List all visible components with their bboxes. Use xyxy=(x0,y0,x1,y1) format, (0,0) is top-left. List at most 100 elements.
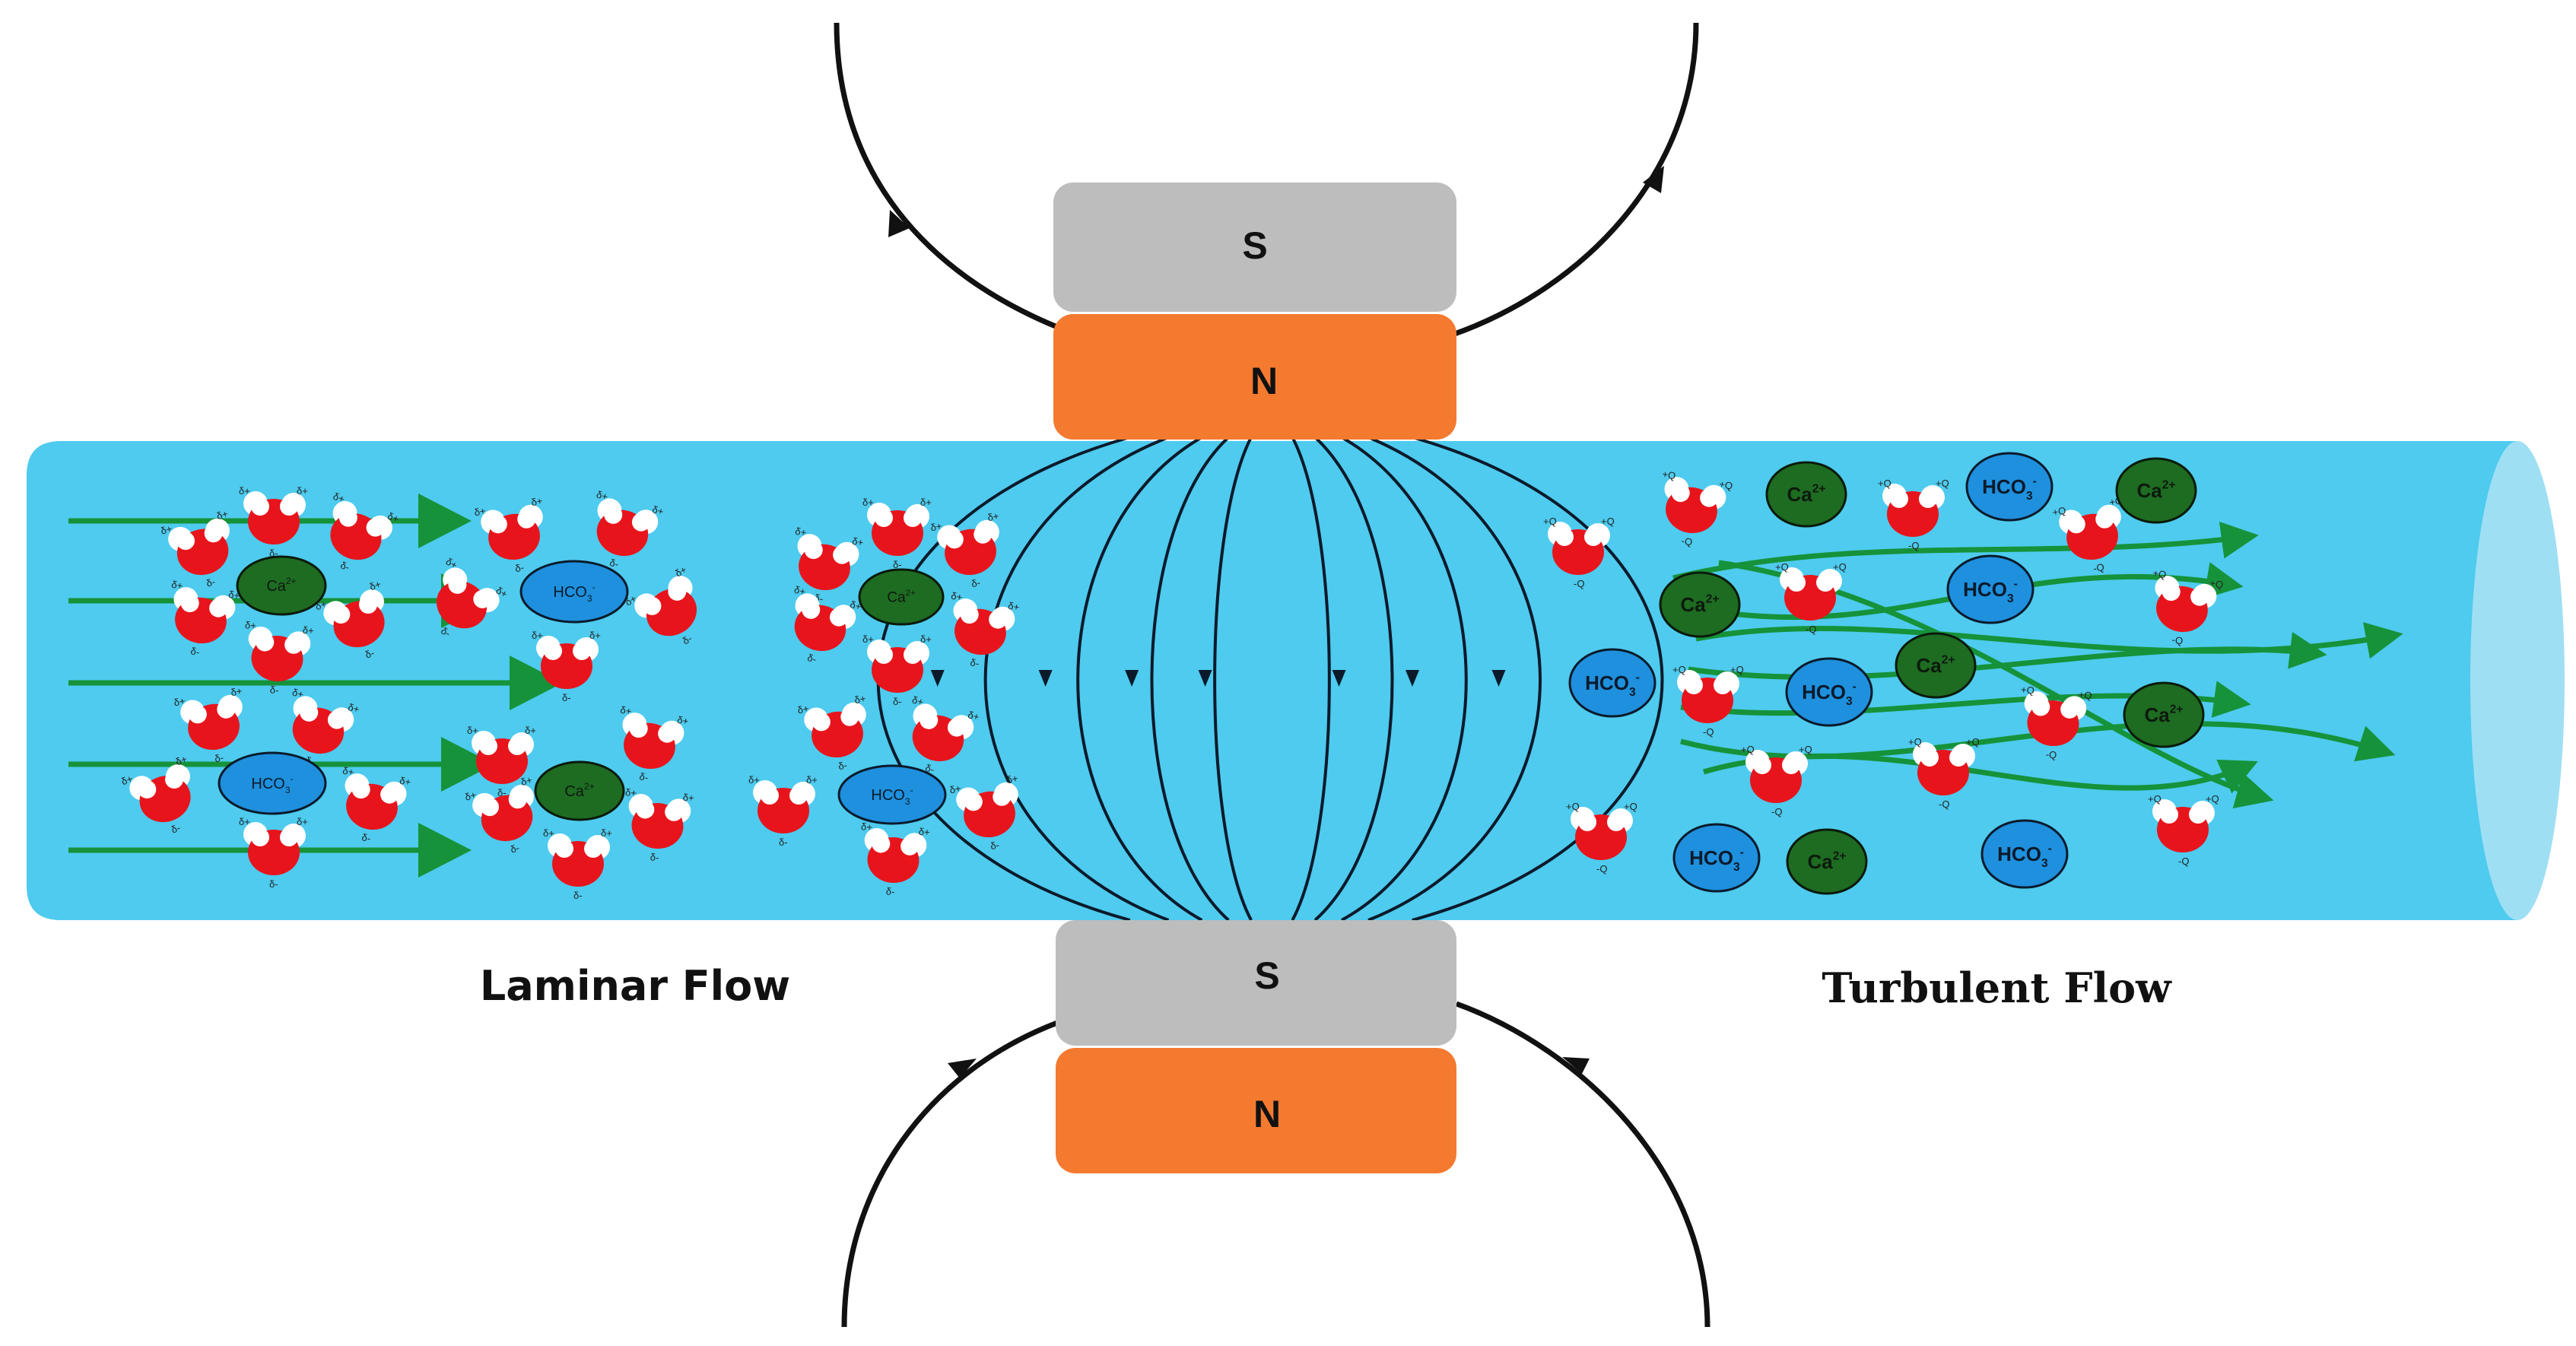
inner-field-line xyxy=(983,436,1170,922)
calcium-ion-body xyxy=(858,568,945,626)
bicarbonate-ion-subscript: 3 xyxy=(285,785,291,795)
calcium-ion-charge: 2+ xyxy=(286,576,297,586)
water-molecule: δ+δ+δ- xyxy=(748,774,818,848)
positive-charge-label: δ+ xyxy=(341,765,354,778)
calcium-ion: Ca2+ xyxy=(1786,828,1868,895)
water-molecule: δ+δ+δ- xyxy=(245,619,315,696)
positive-charge-label: +Q xyxy=(1730,664,1744,675)
positive-charge-label: +Q xyxy=(2148,793,2161,805)
hydrogen-atom xyxy=(812,713,831,732)
bicarbonate-ion-charge: - xyxy=(910,785,913,795)
positive-charge-label: δ+ xyxy=(494,585,509,600)
hydrogen-atom xyxy=(280,828,298,846)
water-molecule: δ+δ+δ- xyxy=(436,556,510,639)
hydrogen-atom xyxy=(1919,490,1937,508)
turbulent-flow-label: Turbulent Flow xyxy=(1822,963,2172,1012)
hydrogen-atom xyxy=(280,497,298,516)
hydrogen-atom xyxy=(1714,676,1732,694)
bottom-magnet-south-label: S xyxy=(1254,954,1279,997)
hydrogen-atom xyxy=(517,510,536,529)
positive-charge-label: δ+ xyxy=(1007,600,1020,613)
bicarbonate-ion: HCO3- xyxy=(218,751,327,815)
water-molecule: +Q+Q-Q xyxy=(2051,494,2123,574)
water-molecule: δ+δ+δ- xyxy=(239,485,308,559)
bicarbonate-ion-body xyxy=(1946,554,2034,624)
positive-charge-label: δ+ xyxy=(160,522,173,536)
hydrogen-atom xyxy=(2189,805,2207,824)
hydrogen-atom xyxy=(1607,813,1625,831)
bottom-magnet-north-pole xyxy=(1056,1048,1456,1173)
ions: Ca2+HCO3-HCO3-Ca2+Ca2+HCO3-Ca2+HCO3-Ca2+… xyxy=(218,452,2205,895)
positive-charge-label: δ+ xyxy=(291,687,305,700)
hydrogen-atom xyxy=(643,596,662,615)
bicarbonate-ion-charge: - xyxy=(2033,475,2037,487)
hydrogen-atom xyxy=(332,605,351,624)
hydrogen-atom xyxy=(840,707,859,726)
positive-charge-label: δ+ xyxy=(929,520,942,533)
hydrogen-atom xyxy=(508,737,526,755)
bicarbonate-ion-body xyxy=(1965,452,2053,522)
negative-charge-label: δ- xyxy=(269,548,278,559)
field-line-arrowhead xyxy=(930,670,945,687)
calcium-ion-charge: 2+ xyxy=(1833,849,1847,862)
hydrogen-atom xyxy=(904,509,922,527)
bicarbonate-ion: HCO3- xyxy=(1785,657,1873,727)
positive-charge-label: δ+ xyxy=(239,816,250,827)
hydrogen-atom xyxy=(488,515,507,534)
hydrogen-atom xyxy=(351,780,370,799)
negative-charge-label: δ- xyxy=(806,652,818,665)
calcium-ion-body xyxy=(1765,461,1847,528)
oxygen-atom xyxy=(436,581,488,629)
water-molecule: δ+δ+δ- xyxy=(160,508,230,589)
laminar-flow-arrowhead xyxy=(441,737,494,792)
positive-charge-label: +Q xyxy=(1601,516,1615,527)
calcium-ion: Ca2+ xyxy=(534,760,625,821)
hydrogen-atom xyxy=(875,646,893,664)
water-molecule: δ+δ+δ- xyxy=(239,816,308,890)
hydrogen-atom xyxy=(584,840,602,858)
hydrogen-atom xyxy=(366,518,385,537)
inner-field-line xyxy=(1150,436,1230,922)
bicarbonate-ion-subscript: 3 xyxy=(1846,695,1853,708)
negative-charge-label: δ- xyxy=(562,692,571,703)
calcium-ion-charge: 2+ xyxy=(584,781,595,792)
negative-charge-label: δ- xyxy=(779,836,788,848)
negative-charge-label: δ- xyxy=(514,561,525,574)
calcium-ion: Ca2+ xyxy=(1765,461,1847,528)
outer-field-lines xyxy=(834,22,1710,1328)
water-molecule: +Q+Q-Q xyxy=(1672,664,1744,738)
hydrogen-atom xyxy=(789,786,808,805)
water-molecule: δ+δ+δ- xyxy=(464,774,534,856)
bicarbonate-ion-body xyxy=(1568,648,1656,718)
hydrogen-atom xyxy=(761,786,779,805)
positive-charge-label: δ+ xyxy=(862,633,874,645)
positive-charge-label: δ+ xyxy=(170,579,183,592)
positive-charge-label: δ+ xyxy=(793,584,807,598)
field-line-arrowhead xyxy=(1406,670,1420,687)
hydrogen-atom xyxy=(2160,805,2178,824)
negative-charge-label: δ- xyxy=(339,560,351,573)
positive-charge-label: δ+ xyxy=(302,624,314,636)
hydrogen-atom xyxy=(2060,700,2079,719)
bicarbonate-ion-body xyxy=(837,764,947,825)
bottom-magnet: S N xyxy=(1056,920,1456,1173)
hydrogen-atom xyxy=(665,802,684,821)
positive-charge-label: δ+ xyxy=(861,821,873,833)
water-molecule: +Q+Q-Q xyxy=(1741,744,1812,817)
positive-charge-label: δ+ xyxy=(239,485,250,497)
water-molecule: +Q+Q-Q xyxy=(1543,516,1615,589)
water-molecule: δ+δ+δ- xyxy=(623,563,697,647)
positive-charge-label: δ+ xyxy=(519,774,533,788)
bicarbonate-ion: HCO3- xyxy=(837,764,947,825)
arrowhead-bottom-right xyxy=(1562,1057,1590,1074)
hydrogen-atom xyxy=(480,798,499,817)
inner-field-line xyxy=(1341,436,1468,922)
water-molecule: δ+δ+δ- xyxy=(948,773,1018,852)
water-molecule: δ+δ+δ- xyxy=(625,786,695,863)
inner-field-line xyxy=(1076,436,1203,922)
top-magnet-south-pole xyxy=(1053,183,1456,312)
water-molecule: +Q+Q-Q xyxy=(1661,468,1733,548)
negative-charge-label: δ- xyxy=(893,696,902,707)
positive-charge-label: +Q xyxy=(1833,561,1847,573)
water-molecule: δ+δ+δ- xyxy=(911,694,981,776)
